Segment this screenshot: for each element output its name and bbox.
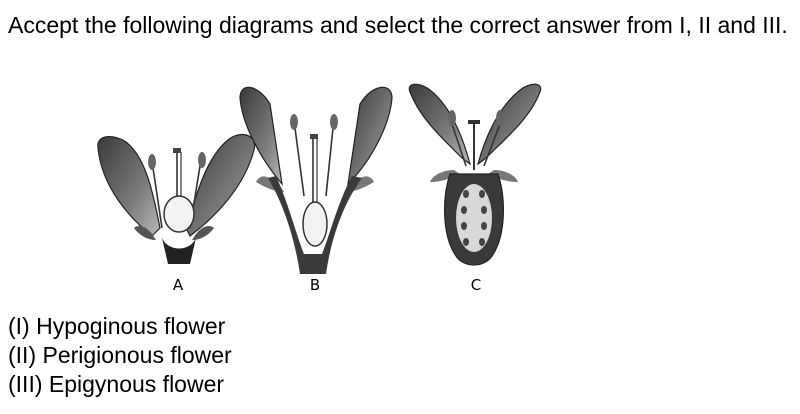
- flower-diagram-c: C: [408, 83, 542, 294]
- option-i: (I) Hypoginous flower: [8, 313, 226, 339]
- option-ii: (II) Perigionous flower: [8, 342, 232, 368]
- flower-diagram-b: B: [239, 86, 393, 294]
- flower-diagrams-svg: A B: [97, 83, 542, 294]
- flower-diagrams-figure: A B: [90, 78, 560, 300]
- diagram-label-a: A: [173, 276, 184, 294]
- option-iii: (III) Epigynous flower: [8, 371, 225, 397]
- diagram-label-b: B: [310, 276, 320, 294]
- answer-options: (I) Hypoginous flower (II) Perigionous f…: [8, 312, 232, 399]
- question-text: Accept the following diagrams and select…: [8, 12, 788, 38]
- flower-diagram-a: A: [97, 133, 256, 294]
- diagram-label-c: C: [471, 276, 481, 294]
